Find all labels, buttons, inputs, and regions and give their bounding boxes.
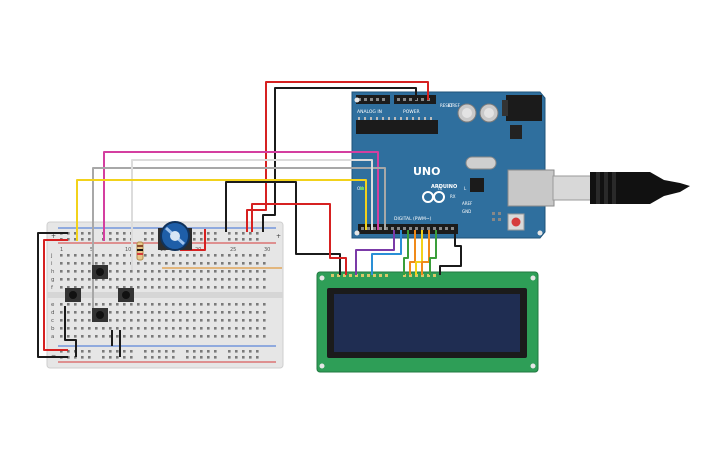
row-letter: d bbox=[51, 310, 55, 316]
wire-btn-gnd-1[interactable] bbox=[64, 306, 77, 357]
row-letter: c bbox=[51, 318, 54, 324]
wires bbox=[37, 81, 462, 358]
push-buttons[interactable] bbox=[65, 265, 134, 322]
usb-port-icon[interactable] bbox=[507, 169, 555, 207]
usb-chip-icon bbox=[470, 178, 484, 192]
tx-label: TX bbox=[436, 186, 442, 191]
wire-vcc-red[interactable] bbox=[251, 203, 347, 275]
power-label: POWER bbox=[403, 109, 420, 115]
column-number: 5 bbox=[90, 247, 93, 253]
wire-rail-gnd-left[interactable] bbox=[37, 232, 68, 358]
wire-db6-orange[interactable] bbox=[409, 230, 416, 275]
usb-cable[interactable] bbox=[552, 172, 690, 204]
arduino-brand-text: ARDUINO bbox=[431, 184, 457, 190]
digital-label: DIGITAL (PWM~) bbox=[394, 216, 432, 222]
button-1[interactable] bbox=[92, 265, 108, 279]
wire-gray[interactable] bbox=[92, 167, 386, 310]
wire-magenta[interactable] bbox=[103, 151, 379, 241]
row-letter: e bbox=[51, 302, 55, 308]
breadboard[interactable]: + − + j i h g f e d c b a 1 5 10 15 20 2… bbox=[46, 221, 284, 369]
rail-plus-label-top: + bbox=[51, 233, 56, 240]
wire-rail-vcc-left[interactable] bbox=[43, 239, 68, 351]
button-2[interactable] bbox=[65, 288, 81, 302]
row-letter: a bbox=[51, 334, 54, 340]
row-letter: f bbox=[51, 285, 54, 291]
aref-label: AREF bbox=[462, 201, 473, 206]
wire-led-green[interactable] bbox=[429, 230, 437, 275]
power-jack-icon[interactable] bbox=[506, 95, 542, 121]
row-letter: j bbox=[50, 253, 53, 259]
wire-white[interactable] bbox=[131, 159, 373, 270]
resistor[interactable] bbox=[136, 241, 144, 261]
lcd-pin-header bbox=[331, 274, 436, 277]
arduino-infinity-logo-icon bbox=[422, 191, 445, 203]
l-led-label: L bbox=[464, 186, 467, 191]
breadboard-rail-labels: + − + bbox=[51, 233, 281, 359]
usb-plug-icon bbox=[552, 175, 592, 201]
column-number: 10 bbox=[125, 247, 131, 253]
rail-minus-label-bottom: − bbox=[51, 352, 56, 359]
wire-db4-orange[interactable] bbox=[421, 230, 430, 275]
arduino-uno[interactable]: ANALOG IN POWER DIGITAL (PWM~) AREF GND … bbox=[351, 91, 555, 239]
uno-logo-text: UNO bbox=[413, 165, 441, 178]
atmega-chip-icon bbox=[356, 120, 438, 134]
on-led-icon bbox=[360, 187, 364, 190]
wire-5v-red[interactable] bbox=[246, 81, 429, 232]
row-letter: g bbox=[51, 277, 55, 283]
reset-button[interactable] bbox=[511, 217, 521, 227]
wire-db7-green[interactable] bbox=[403, 230, 409, 275]
column-number: 30 bbox=[264, 247, 270, 253]
analog-in-label: ANALOG IN bbox=[357, 109, 382, 115]
digital-header[interactable] bbox=[358, 224, 458, 234]
wire-led-gnd-black[interactable] bbox=[439, 230, 462, 275]
row-letter: i bbox=[51, 261, 53, 267]
wire-rs-purple[interactable] bbox=[355, 230, 395, 275]
wire-e-blue[interactable] bbox=[371, 230, 402, 275]
rail-plus-label-right: + bbox=[276, 233, 281, 240]
crystal-icon bbox=[465, 156, 497, 170]
voltage-regulator-icon bbox=[510, 125, 522, 139]
potentiometer[interactable] bbox=[158, 221, 192, 251]
gnd-label: GND bbox=[462, 209, 471, 214]
button-4[interactable] bbox=[92, 308, 108, 322]
button-3[interactable] bbox=[118, 288, 134, 302]
column-number: 1 bbox=[60, 247, 63, 253]
row-letter: h bbox=[51, 269, 55, 275]
breadboard-row-letters: j i h g f e d c b a bbox=[50, 253, 55, 340]
column-number: 25 bbox=[230, 247, 236, 253]
wire-db5-yellow[interactable] bbox=[415, 230, 423, 275]
ioref-label: IOREF bbox=[448, 103, 461, 108]
lcd-screen bbox=[334, 294, 520, 352]
row-letter: b bbox=[51, 326, 55, 332]
icsp-header-icon bbox=[492, 212, 501, 221]
reset-label: RESET bbox=[440, 103, 453, 108]
lcd-16x2[interactable] bbox=[316, 271, 539, 373]
wire-yellow[interactable] bbox=[76, 179, 367, 241]
rx-label: RX bbox=[450, 194, 456, 199]
